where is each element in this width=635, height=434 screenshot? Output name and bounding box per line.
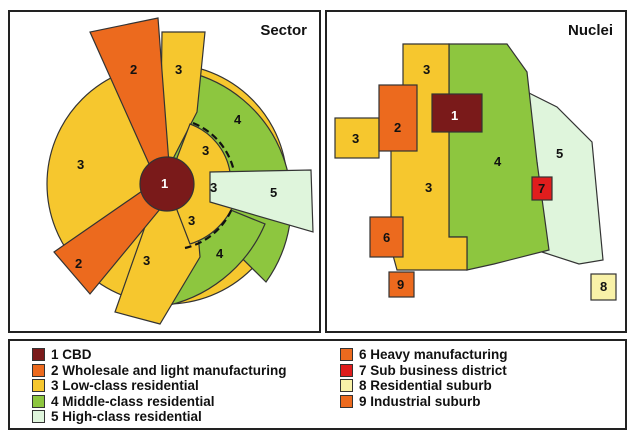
legend-item: 2 Wholesale and light manufacturing [32,363,287,379]
label-nuclei-low-center: 3 [425,180,432,195]
sector-model-diagram: 2 3 4 3 3 3 3 1 5 3 4 2 [46,17,314,325]
nuclei-cbd-zone [431,93,483,133]
label-low-inner-1: 3 [202,143,209,158]
sector-dashed-ring-bottom [184,199,237,250]
label-cbd: 1 [161,176,168,191]
label-middle-top: 4 [234,112,242,127]
legend-swatch [340,363,353,377]
nuclei-model-diagram: 3 3 2 1 3 4 5 7 6 9 8 [334,43,617,301]
label-low-top: 3 [175,62,182,77]
legend-right-column: 6 Heavy manufacturing 7 Sub business dis… [340,347,508,409]
legend-swatch [32,348,45,362]
legend-swatch [340,379,353,393]
legend-item: 4 Middle-class residential [32,394,287,410]
nuclei-industrial-suburb-zone [388,271,415,298]
legend-swatch [32,363,45,377]
legend-item: 7 Sub business district [340,363,508,379]
legend-item: 5 High-class residential [32,409,287,425]
legend-item: 8 Residential suburb [340,378,508,394]
nuclei-heavy-manufacturing-zone [369,216,404,258]
label-nuclei-low-left: 3 [352,131,359,146]
nuclei-wholesale-zone [378,84,418,152]
label-nuclei-cbd: 1 [451,108,458,123]
legend-item: 3 Low-class residential [32,378,287,394]
legend: 1 CBD 2 Wholesale and light manufacturin… [8,339,627,430]
label-nuclei-heavy: 6 [383,230,390,245]
legend-left-column: 1 CBD 2 Wholesale and light manufacturin… [32,347,287,425]
sector-cbd-circle [139,156,195,212]
label-nuclei-wholesale: 2 [394,120,401,135]
label-nuclei-high: 5 [556,146,563,161]
nuclei-model-panel: 3 3 2 1 3 4 5 7 6 9 8 Nuclei [325,10,627,333]
label-wholesale-top: 2 [130,62,137,77]
nuclei-sub-business-zone [531,176,553,201]
label-low-inner-2: 3 [210,180,217,195]
label-nuclei-sub-business: 7 [538,181,545,196]
label-low-bottom: 3 [143,253,150,268]
label-low-left: 3 [77,157,84,172]
legend-swatch [32,379,45,393]
sector-dashed-ring-top [192,121,237,178]
label-nuclei-residential-suburb: 8 [600,279,607,294]
label-nuclei-middle: 4 [494,154,502,169]
nuclei-residential-suburb-zone [590,273,617,301]
legend-item: 9 Industrial suburb [340,394,508,410]
label-wholesale-bottom: 2 [75,256,82,271]
nuclei-title: Nuclei [567,22,613,39]
legend-swatch [340,394,353,408]
label-middle-bottom: 4 [216,246,224,261]
legend-swatch [32,410,45,424]
legend-item: 6 Heavy manufacturing [340,347,508,363]
legend-item: 1 CBD [32,347,287,363]
nuclei-low-class-left [334,117,380,159]
sector-title: Sector [260,22,307,39]
legend-swatch [32,394,45,408]
sector-model-panel: 2 3 4 3 3 3 3 1 5 3 4 2 Sector [8,10,321,333]
legend-swatch [340,348,353,362]
sector-high-class-wedge [209,169,314,233]
label-high: 5 [270,185,277,200]
label-low-inner-3: 3 [188,213,195,228]
label-nuclei-low-top: 3 [423,62,430,77]
label-nuclei-industrial-suburb: 9 [397,277,404,292]
